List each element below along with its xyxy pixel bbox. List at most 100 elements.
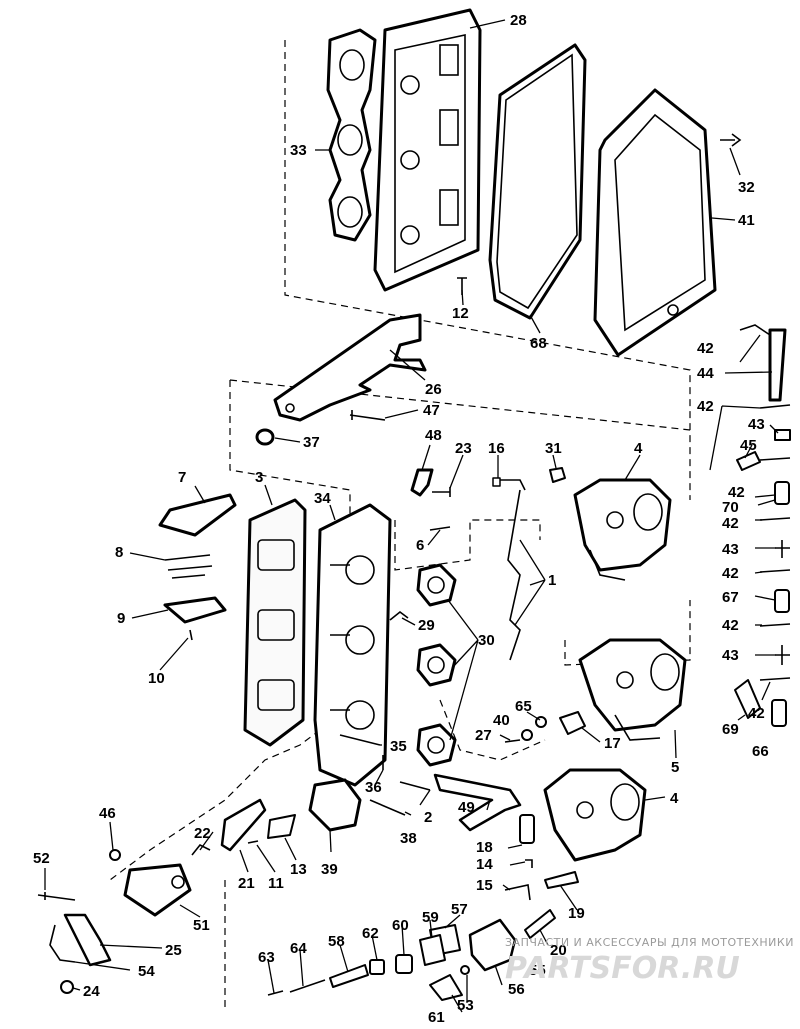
bracket-25 bbox=[63, 913, 112, 967]
tee-43-top bbox=[774, 429, 791, 441]
callout-25: 25 bbox=[165, 942, 182, 959]
callout-57: 57 bbox=[451, 901, 468, 918]
callout-67: 67 bbox=[722, 589, 739, 606]
callout-42-e: 42 bbox=[722, 565, 739, 582]
watermark: ЗАПЧАСТИ И АКСЕССУАРЫ ДЛЯ МОТОТЕХНИКИ PA… bbox=[505, 936, 794, 986]
clamp-13 bbox=[267, 814, 296, 839]
callout-70: 70 bbox=[722, 499, 739, 516]
screw-24 bbox=[60, 980, 74, 994]
callout-11: 11 bbox=[268, 875, 284, 892]
carb-gaskets-30 bbox=[416, 563, 457, 767]
callout-66: 66 bbox=[752, 743, 769, 760]
nut-31 bbox=[549, 467, 566, 483]
screw-35 bbox=[339, 734, 381, 746]
callout-34: 34 bbox=[314, 490, 331, 507]
callout-68: 68 bbox=[530, 335, 547, 352]
callout-6: 6 bbox=[416, 537, 424, 554]
callout-4-top: 4 bbox=[634, 440, 643, 457]
callout-54: 54 bbox=[138, 963, 155, 980]
hose-67 bbox=[774, 589, 790, 613]
screw-11 bbox=[247, 840, 259, 844]
callout-39: 39 bbox=[321, 861, 338, 878]
carburetor-top-4 bbox=[573, 478, 672, 581]
callout-27: 27 bbox=[475, 727, 492, 744]
watermark-brand: PARTSFOR.RU bbox=[505, 951, 740, 986]
callout-64: 64 bbox=[290, 940, 307, 957]
callout-29: 29 bbox=[418, 617, 435, 634]
screw-10 bbox=[189, 629, 193, 641]
callout-23: 23 bbox=[455, 440, 472, 457]
callout-44: 44 bbox=[697, 365, 714, 382]
callout-38: 38 bbox=[400, 830, 417, 847]
leader-lines bbox=[44, 19, 779, 1013]
callout-labels: 28 33 32 41 12 68 26 47 37 7 3 34 8 9 10… bbox=[33, 12, 769, 1026]
callout-51: 51 bbox=[193, 917, 210, 934]
callout-3: 3 bbox=[255, 469, 263, 486]
carburetor-bottom-4 bbox=[543, 768, 647, 862]
check-valve-61 bbox=[429, 974, 463, 1001]
hose-69 bbox=[734, 679, 761, 719]
callout-53: 53 bbox=[457, 997, 474, 1014]
hose-70 bbox=[774, 481, 790, 505]
callout-26: 26 bbox=[425, 381, 442, 398]
callout-56: 56 bbox=[508, 981, 525, 998]
manifold-gasket-3 bbox=[243, 498, 307, 747]
callout-24: 24 bbox=[83, 983, 100, 1000]
callout-41: 41 bbox=[738, 212, 755, 229]
tee-43-bottom bbox=[775, 645, 790, 665]
callout-52: 52 bbox=[33, 850, 50, 867]
intake-manifold-34 bbox=[313, 503, 392, 787]
hose-clips-42 bbox=[759, 404, 791, 681]
spring-60 bbox=[395, 954, 413, 974]
link-rod-16 bbox=[492, 477, 526, 491]
screw-2 bbox=[399, 781, 431, 791]
callout-8: 8 bbox=[115, 544, 123, 561]
clip-29 bbox=[389, 610, 409, 621]
callout-33: 33 bbox=[290, 142, 307, 159]
callout-69: 69 bbox=[722, 721, 739, 738]
screw-23 bbox=[432, 487, 451, 497]
callout-35: 35 bbox=[390, 738, 407, 755]
pin-63 bbox=[267, 990, 284, 996]
callout-10: 10 bbox=[148, 670, 165, 687]
callout-14: 14 bbox=[476, 856, 493, 873]
callout-43-a: 43 bbox=[748, 416, 765, 433]
callout-7: 7 bbox=[178, 469, 186, 486]
callout-36: 36 bbox=[365, 779, 382, 796]
callout-42-g: 42 bbox=[748, 705, 765, 722]
callout-42-d: 42 bbox=[722, 515, 739, 532]
callout-61: 61 bbox=[428, 1009, 445, 1026]
callout-12: 12 bbox=[452, 305, 469, 322]
wire-54 bbox=[49, 924, 76, 963]
callout-16: 16 bbox=[488, 440, 505, 457]
screw-52 bbox=[37, 892, 76, 901]
screw-38 bbox=[369, 799, 406, 816]
hose-49 bbox=[433, 773, 522, 832]
watermark-caption: ЗАПЧАСТИ И АКСЕССУАРЫ ДЛЯ МОТОТЕХНИКИ bbox=[505, 936, 794, 949]
callout-5: 5 bbox=[671, 759, 679, 776]
callout-17: 17 bbox=[604, 735, 621, 752]
lever-17 bbox=[559, 711, 586, 735]
gasket-59 bbox=[419, 934, 446, 966]
callout-58: 58 bbox=[328, 933, 345, 950]
screw-32 bbox=[720, 133, 742, 147]
callout-9: 9 bbox=[117, 610, 125, 627]
callout-2: 2 bbox=[424, 809, 432, 826]
callout-63: 63 bbox=[258, 949, 275, 966]
intake-cover-28 bbox=[373, 8, 482, 292]
bolt-47 bbox=[349, 410, 386, 421]
callout-13: 13 bbox=[290, 861, 307, 878]
cap-37 bbox=[255, 428, 275, 446]
reed-petals-8 bbox=[164, 554, 213, 579]
callout-42-a: 42 bbox=[697, 340, 714, 357]
silencer-gasket-68 bbox=[488, 43, 587, 320]
callout-37: 37 bbox=[303, 434, 320, 451]
callout-31: 31 bbox=[545, 440, 562, 457]
callout-15: 15 bbox=[476, 877, 493, 894]
screw-6 bbox=[429, 526, 451, 531]
callout-4-bottom: 4 bbox=[670, 790, 679, 807]
link-rods-1 bbox=[507, 489, 521, 661]
callout-45: 45 bbox=[740, 437, 757, 454]
washer-40 bbox=[521, 729, 533, 741]
callout-20: 20 bbox=[550, 942, 567, 959]
